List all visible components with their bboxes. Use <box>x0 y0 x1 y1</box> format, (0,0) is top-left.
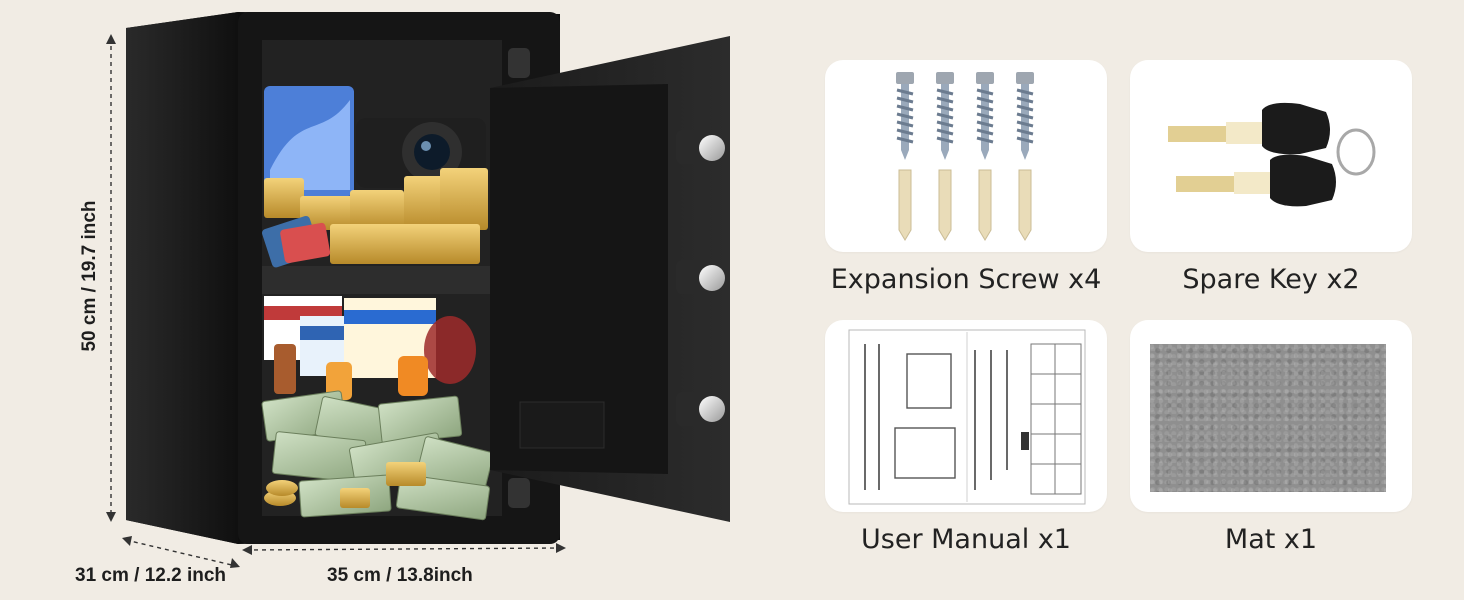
safe-image <box>106 12 730 568</box>
manual-icon <box>848 329 1086 505</box>
depth-dimension-label: 31 cm / 12.2 inch <box>75 565 227 586</box>
key-icon <box>1168 102 1376 207</box>
accessory-card-keys <box>1130 60 1412 252</box>
accessory-card-mat <box>1130 320 1412 512</box>
safe-illustration: 50 cm / 19.7 inch 31 cm / 12.2 inch 35 c… <box>75 12 730 586</box>
width-dimension-label: 35 cm / 13.8inch <box>327 565 473 586</box>
height-dimension-label: 50 cm / 19.7 inch <box>79 200 100 352</box>
accessory-label-mat: Mat x1 <box>1224 524 1318 555</box>
accessory-card-screws <box>825 60 1107 252</box>
accessory-label-screws: Expansion Screw x4 <box>830 264 1102 295</box>
dimension-lines <box>110 38 563 567</box>
accessory-label-manual: User Manual x1 <box>861 524 1071 555</box>
mat-icon <box>1150 344 1386 492</box>
screw-icon <box>896 72 1034 241</box>
accessory-card-manual <box>825 320 1107 512</box>
accessory-label-keys: Spare Key x2 <box>1182 264 1360 295</box>
